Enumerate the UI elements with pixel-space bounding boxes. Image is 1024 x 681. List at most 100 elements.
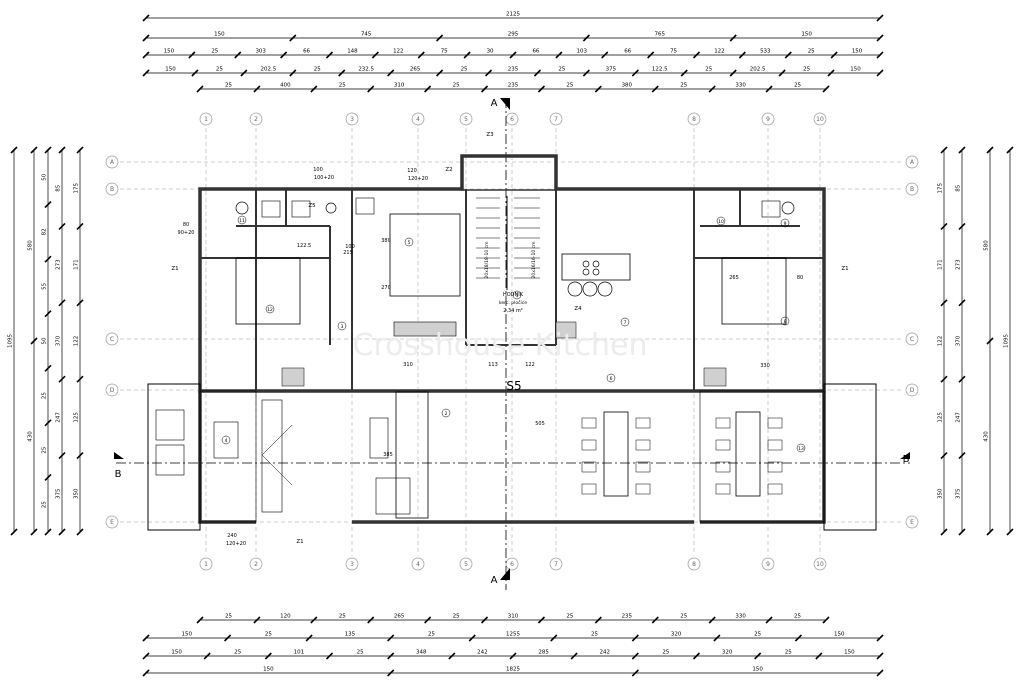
built-in-wardrobe — [393, 321, 457, 337]
grid-bubble-left — [105, 155, 119, 169]
stair-landing — [555, 321, 577, 339]
grid-bubble-right — [905, 383, 919, 397]
grid-bubble-left — [105, 332, 119, 346]
dimension-tick — [44, 419, 52, 427]
top-dim-row4-label: 265 — [410, 67, 421, 73]
dining-chair — [635, 439, 651, 451]
room-number: 4 — [225, 438, 228, 444]
grid-label-top: 6 — [510, 116, 514, 123]
dimension-tick — [986, 528, 994, 536]
top-dim-row3-label: 122 — [714, 49, 725, 55]
right-dim-outer-label: 1095 — [1004, 334, 1010, 348]
top-dim-row4-label: 202.5 — [750, 67, 766, 73]
bed-right — [721, 257, 787, 325]
top-dim-row2-label: 745 — [361, 32, 372, 38]
bottom-dim-row3-label: 25 — [357, 650, 364, 656]
grid-label-left: B — [110, 186, 114, 193]
top-dim-row4-label: 25 — [803, 67, 810, 73]
tv-line — [261, 424, 293, 456]
dimension-tick — [713, 634, 721, 642]
dimension-tick — [876, 69, 884, 77]
grid-label-left: E — [110, 519, 114, 526]
dimension-tick — [784, 51, 792, 59]
room-number: 9 — [784, 221, 787, 227]
grid-label-top: 7 — [554, 116, 558, 123]
top-dim-row1-label: 2125 — [506, 12, 520, 18]
dimension-tick — [76, 146, 84, 154]
left-dim-col4-label: 122 — [74, 336, 80, 347]
room-number: 6 — [610, 376, 613, 382]
section-arrow-b-left — [114, 452, 124, 459]
dining-chair — [581, 439, 597, 451]
dimension-tick — [203, 652, 211, 660]
dimension-tick — [305, 634, 313, 642]
dimension-tick — [822, 616, 830, 624]
room-number: 3 — [341, 324, 344, 330]
dimension-tick — [729, 34, 737, 42]
terrace-left-inner — [199, 390, 257, 523]
door-tag: Z3 — [486, 132, 494, 138]
grid-label-bottom: 1 — [204, 561, 208, 568]
dim-note: 270 — [381, 285, 391, 291]
room-number: 12 — [267, 307, 273, 313]
dimension-tick — [692, 652, 701, 660]
room-name-hodnik: HODNIK — [503, 292, 524, 298]
dimension-tick — [822, 85, 830, 93]
bottom-dim-row3-label: 25 — [662, 650, 669, 656]
top-dim-row5-label: 235 — [508, 83, 519, 89]
dimension-tick — [582, 69, 590, 77]
grid-bubble-bottom — [813, 557, 827, 571]
bottom-dim-row3-label: 150 — [171, 650, 182, 656]
top-dim-row3-label: 25 — [211, 49, 218, 55]
dimension-tick — [188, 51, 196, 59]
right-dim-col3-label: 375 — [956, 488, 962, 499]
bottom-dim-row3-label: 348 — [416, 650, 427, 656]
top-dim-row4-label: 122.5 — [652, 67, 668, 73]
bottom-dim-row3-label: 320 — [722, 650, 733, 656]
bottom-dim-row1-label: 235 — [622, 614, 633, 620]
dining-chair — [635, 461, 651, 473]
left-dim-col5-label: 82 — [42, 228, 48, 235]
left-dim-col4-label: 175 — [74, 182, 80, 193]
room-number-bubble — [796, 443, 806, 453]
grid-bubble-top — [459, 112, 473, 126]
top-dim-row4-label: 25 — [705, 67, 712, 73]
section-arrow-b-right — [900, 452, 910, 459]
dimension-tick — [631, 69, 639, 77]
door-tag: Z1 — [841, 266, 848, 272]
dimension-tick — [958, 375, 966, 383]
dimension-tick — [142, 69, 150, 77]
dimension-tick — [424, 616, 432, 624]
window-hatch — [703, 367, 727, 387]
dimension-tick — [196, 616, 204, 624]
dining-chair — [767, 417, 783, 429]
top-dim-row5-label: 25 — [680, 83, 687, 89]
dimension-tick — [480, 616, 489, 624]
bottom-dim-row2-label: 150 — [182, 632, 193, 638]
dimension-tick — [1006, 146, 1014, 154]
door-tag: Z1 — [171, 266, 178, 272]
tv-line — [261, 454, 293, 486]
top-dim-row2-label: 150 — [801, 32, 812, 38]
bottom-dim-row2-label: 25 — [754, 632, 761, 638]
dimension-tick — [234, 51, 242, 59]
top-dim-row3-label: 75 — [441, 49, 448, 55]
dimension-tick — [10, 146, 18, 154]
dimension-tick — [594, 616, 602, 624]
room-number-bubble — [512, 290, 522, 300]
top-dim-row4-label: 25 — [558, 67, 565, 73]
left-dim-col5-label: 50 — [42, 337, 48, 344]
dimension-tick — [738, 51, 746, 59]
bottom-dim-row3-label: 25 — [785, 650, 792, 656]
dimension-tick — [1006, 528, 1014, 536]
grid-bubble-top — [761, 112, 775, 126]
kitchen-island — [561, 253, 631, 281]
right-dim-col4-label: 122 — [938, 336, 944, 347]
bottom-dim-row1-label: 310 — [508, 614, 519, 620]
dining-chair — [767, 483, 783, 495]
dimension-tick — [940, 299, 948, 307]
exterior-wall — [198, 391, 256, 524]
bottom-dim-row2-label: 25 — [265, 632, 272, 638]
hob-ring — [592, 268, 600, 276]
dimension-tick — [142, 669, 150, 677]
